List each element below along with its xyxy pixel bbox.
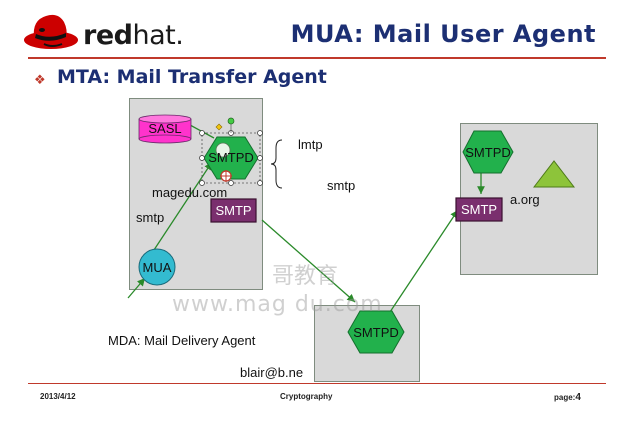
footer-page-number: 4 [575, 392, 581, 403]
smtp-box-right-label: SMTP [460, 202, 498, 217]
mda-label: MDA: Mail Delivery Agent [108, 333, 256, 348]
domain-left-label: magedu.com [152, 185, 228, 200]
smtp-box-left-label: SMTP [215, 203, 252, 218]
cursor-overlay-icon [215, 142, 231, 158]
logo-text-regular: hat. [132, 20, 184, 51]
bullet-heading: MTA: Mail Transfer Agent [57, 66, 327, 88]
redhat-logo-icon [24, 14, 78, 49]
smtp-box-left-shape [210, 198, 257, 223]
footer-divider [28, 383, 606, 384]
logo-text-bold: red [83, 20, 133, 51]
footer-title: Cryptography [280, 392, 333, 401]
footer-page: page:4 [554, 392, 581, 403]
logo-text: redhat. [83, 20, 184, 51]
move-cursor-icon [220, 170, 232, 182]
smtpd-bottom-label: SMTPD [353, 325, 399, 340]
arrow-outside-to-mua [127, 277, 146, 299]
slide-title: MUA: Mail User Agent [290, 20, 596, 48]
mua-label: MUA [142, 260, 172, 275]
mua-circle-shape [138, 248, 176, 286]
watermark-url: www.mag du.com [172, 292, 383, 317]
triangle-shape [532, 160, 576, 188]
smtp-label-left: smtp [136, 210, 165, 225]
domain-right-label: a.org [510, 192, 540, 207]
email-label: blair@b.ne [240, 365, 304, 380]
smtpd-left-label: SMTPD [208, 150, 254, 165]
sasl-cylinder-shape [138, 114, 192, 144]
bullet-diamond-icon: ❖ [34, 72, 46, 87]
footer-page-label: page: [554, 393, 576, 402]
title-divider [28, 57, 606, 59]
footer-date: 2013/4/12 [40, 392, 76, 401]
arrow-bottom-to-right-smtp [389, 209, 459, 313]
rotate-handle-icon [227, 117, 235, 125]
brace-shape [270, 139, 283, 189]
watermark-cn: 哥教育 [272, 264, 339, 289]
sasl-label: SASL [148, 121, 182, 136]
smtpd-right-label: SMTPD [465, 145, 511, 160]
smtpd-hexagon-bottom [347, 310, 405, 354]
arrow-smtp-to-bottom [261, 219, 356, 303]
arrow-mua-to-smtpd [149, 161, 213, 257]
smtp-box-right-shape [455, 197, 503, 222]
smtp-label-mid: smtp [327, 178, 356, 193]
adjust-handle-icon [215, 123, 223, 131]
smtpd-hexagon-right [462, 130, 514, 174]
lmtp-label: lmtp [298, 137, 323, 152]
